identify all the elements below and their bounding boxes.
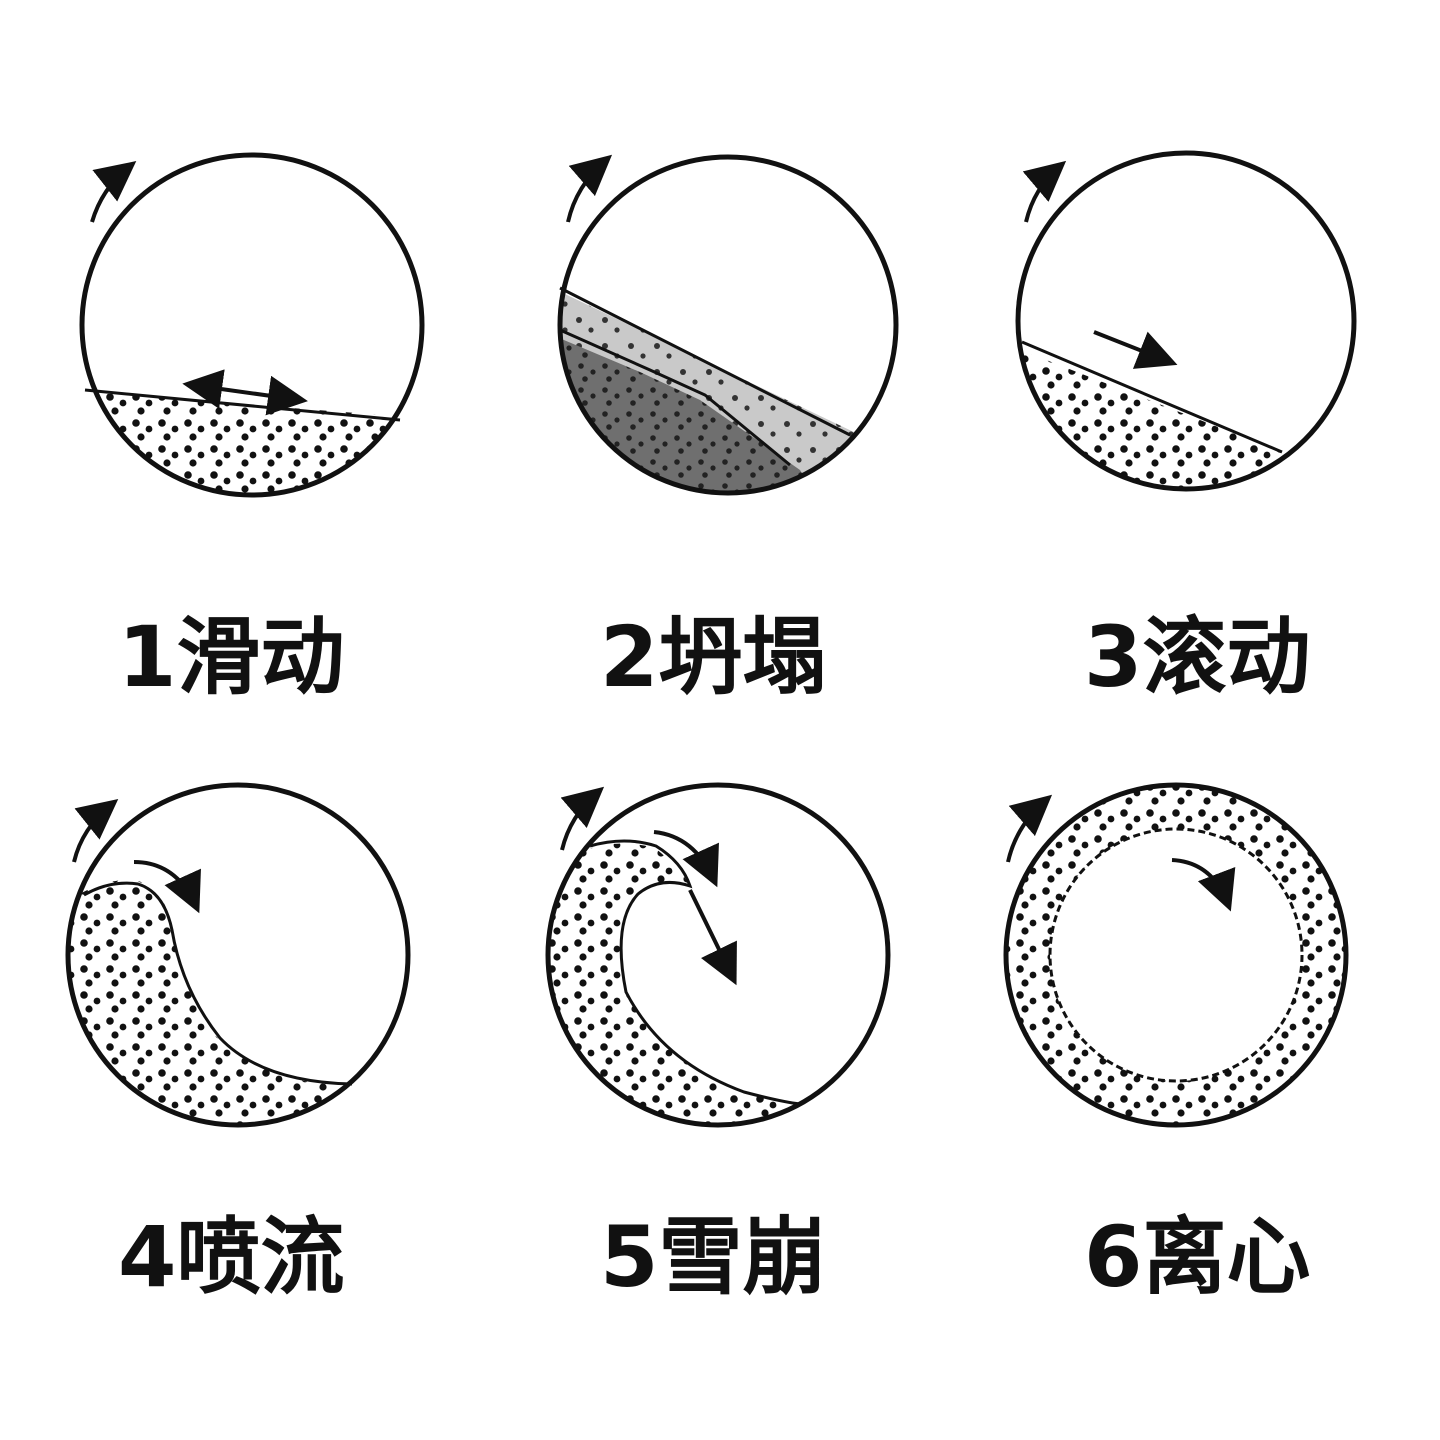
motion-arrow-4 (133, 860, 201, 914)
rotation-arrow-2 (566, 154, 613, 223)
motion-arrow-6 (1171, 858, 1236, 912)
drum-4 (65, 782, 411, 1128)
drum-3 (1015, 150, 1357, 492)
bed-3 (1018, 342, 1354, 489)
label-3: 3滚动 (1084, 608, 1311, 706)
motion-arrow-5a (653, 830, 719, 888)
bed-5 (548, 843, 888, 1125)
rotation-arrow-1 (90, 161, 137, 223)
rotation-arrow-5 (560, 786, 605, 851)
slip-plane-2 (559, 328, 791, 467)
drum-6 (1003, 782, 1349, 1128)
panel-2-slumping (557, 154, 899, 496)
panel-3-rolling (1015, 150, 1357, 492)
label-1: 1滑动 (118, 608, 345, 706)
drum-2 (557, 154, 899, 496)
bed-4 (68, 880, 408, 1125)
panel-4-cascading (65, 782, 411, 1128)
bed-surface-4 (83, 881, 353, 1086)
ring-inner-edge-6 (1048, 827, 1304, 1083)
motion-arrow-5b (688, 889, 737, 986)
bed-surface-3 (1021, 340, 1283, 454)
label-4: 4喷流 (118, 1208, 345, 1306)
bed-surface-2 (559, 286, 851, 437)
label-5: 5雪崩 (600, 1208, 827, 1306)
rotation-arrow-4 (72, 799, 119, 863)
panel-6-centrifuging (1000, 780, 1360, 1140)
rotation-arrow-6 (1006, 794, 1053, 863)
bed-1 (82, 390, 420, 495)
panel-5-cataracting (545, 782, 891, 1128)
panel-1-slipping (79, 152, 425, 498)
motion-arrow-3 (1093, 330, 1178, 369)
motion-arrow-1 (182, 369, 308, 416)
label-2: 2坍塌 (600, 608, 827, 706)
drum-1 (79, 152, 425, 498)
drum-5 (545, 782, 891, 1128)
label-6: 6离心 (1084, 1208, 1311, 1306)
rotation-arrow-3 (1022, 160, 1067, 223)
bed-surface-5 (589, 839, 801, 1106)
